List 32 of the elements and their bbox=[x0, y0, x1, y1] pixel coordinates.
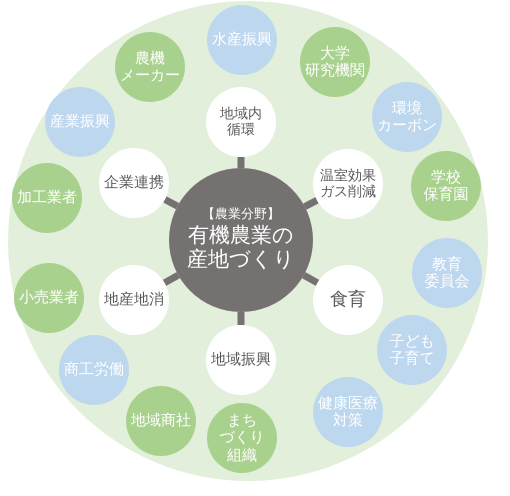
node-label: 産業振興 bbox=[50, 113, 110, 131]
partner-circle bbox=[372, 82, 442, 152]
node-label: 企業連携 bbox=[104, 174, 164, 192]
node-label: 地域内循環 bbox=[220, 106, 262, 138]
node-label: 環境カーボン bbox=[377, 100, 437, 134]
node-label: 大学研究機関 bbox=[305, 44, 365, 80]
node-label: 加工業者 bbox=[17, 189, 77, 207]
node-label: 【農業分野】 bbox=[202, 208, 280, 224]
partner-circle bbox=[59, 335, 129, 405]
node-label: 有機農業の産地づくり bbox=[187, 223, 295, 272]
node-label: まちづくり組織 bbox=[220, 412, 264, 464]
spoke-line bbox=[163, 196, 180, 210]
theme-circle bbox=[99, 148, 169, 218]
node-label: 子ども子育て bbox=[390, 332, 434, 368]
node-label: 地域商社 bbox=[131, 412, 191, 430]
node-label: 地域振興 bbox=[211, 351, 271, 369]
node-label: 水産振興 bbox=[212, 31, 272, 49]
node-label: 健康医療対策 bbox=[318, 394, 378, 430]
node-label: 小売業者 bbox=[19, 289, 79, 307]
spoke-line bbox=[238, 157, 244, 168]
node-label: 商工労働 bbox=[64, 361, 124, 379]
partner-circle bbox=[377, 315, 447, 385]
node-label: 地産地消 bbox=[104, 291, 164, 309]
spoke-line bbox=[303, 197, 319, 210]
spoke-line bbox=[162, 272, 180, 286]
node-label: 食育 bbox=[330, 290, 366, 310]
spoke-line bbox=[302, 272, 320, 286]
node-label: 農機メーカー bbox=[120, 50, 180, 84]
node-label: 温室効果ガス削減 bbox=[320, 168, 376, 200]
spoke-line bbox=[238, 312, 244, 325]
node-label: 教育委員会 bbox=[424, 256, 470, 290]
node-label: 学校保育園 bbox=[424, 168, 468, 204]
